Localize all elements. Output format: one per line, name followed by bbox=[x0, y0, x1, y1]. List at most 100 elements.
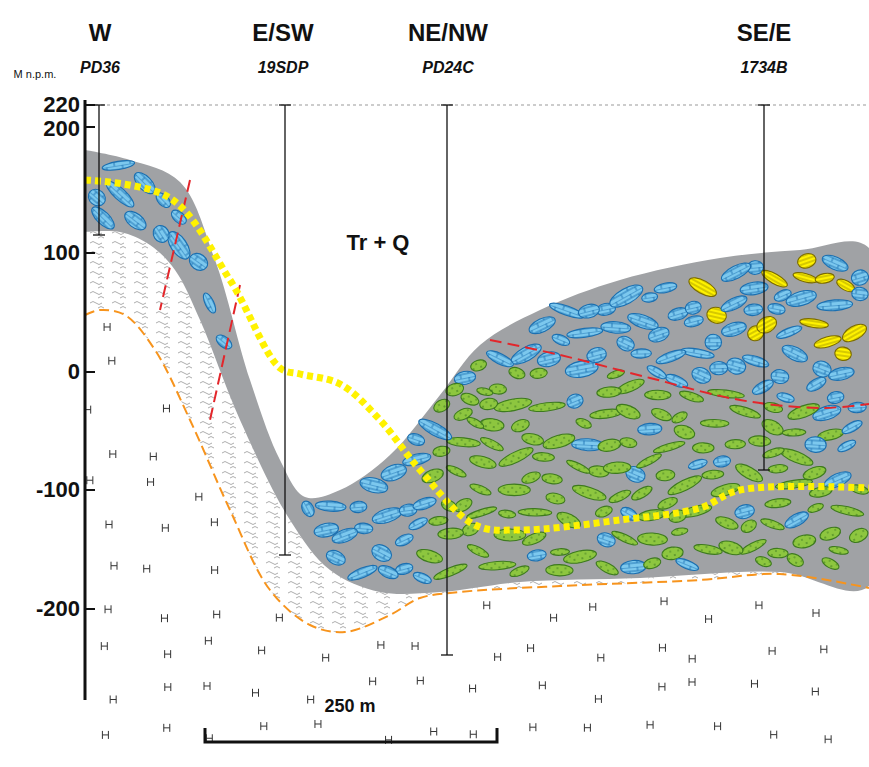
clast bbox=[542, 431, 577, 452]
clast bbox=[415, 547, 444, 566]
clast bbox=[672, 423, 696, 442]
clast bbox=[566, 326, 603, 340]
clast bbox=[637, 532, 667, 545]
clast bbox=[394, 531, 415, 548]
borehole-name: PD36 bbox=[80, 59, 120, 77]
clast bbox=[792, 533, 817, 550]
clast bbox=[848, 402, 867, 414]
clast bbox=[631, 349, 652, 359]
clast bbox=[820, 555, 841, 571]
clast bbox=[466, 505, 498, 521]
clast bbox=[783, 509, 811, 532]
borehole bbox=[758, 105, 770, 470]
axis-value: 220 bbox=[43, 93, 80, 117]
clast bbox=[445, 463, 468, 479]
clast bbox=[577, 302, 601, 320]
clast bbox=[597, 437, 622, 453]
clast bbox=[814, 272, 835, 285]
clast bbox=[733, 503, 755, 521]
clast bbox=[493, 396, 532, 414]
clast bbox=[729, 403, 762, 421]
clast bbox=[646, 325, 671, 345]
clast bbox=[670, 410, 689, 426]
clast bbox=[705, 334, 721, 350]
clast bbox=[725, 439, 746, 449]
clast bbox=[432, 445, 451, 458]
clast bbox=[641, 292, 658, 304]
clast bbox=[768, 464, 788, 474]
clast bbox=[642, 556, 662, 570]
reference-line bbox=[95, 105, 869, 106]
clast bbox=[818, 525, 842, 543]
clast bbox=[521, 432, 545, 447]
axis-unit: M n.p.m. bbox=[14, 68, 57, 80]
clast bbox=[379, 461, 409, 484]
clast bbox=[479, 397, 498, 410]
clast bbox=[653, 281, 677, 295]
clast bbox=[830, 503, 864, 518]
clast bbox=[476, 386, 493, 396]
clast bbox=[687, 457, 708, 471]
clast bbox=[653, 439, 686, 455]
clast bbox=[739, 537, 768, 557]
fault-line bbox=[210, 285, 240, 420]
clast bbox=[150, 222, 172, 245]
clast bbox=[603, 461, 631, 474]
clast bbox=[805, 436, 827, 453]
clast bbox=[655, 347, 687, 366]
direction-heading: E/SW bbox=[252, 20, 313, 46]
clast bbox=[594, 558, 620, 577]
clast bbox=[541, 473, 563, 486]
clast bbox=[760, 517, 786, 532]
clast bbox=[780, 342, 810, 366]
clast bbox=[630, 484, 654, 503]
clast bbox=[764, 497, 791, 508]
axis-value: -200 bbox=[36, 597, 80, 621]
clast bbox=[851, 286, 869, 301]
clast bbox=[607, 488, 632, 505]
clast bbox=[186, 250, 211, 274]
clast bbox=[807, 502, 825, 515]
clast bbox=[834, 346, 852, 362]
clast bbox=[836, 438, 857, 454]
clast bbox=[786, 400, 821, 422]
clast bbox=[717, 538, 744, 557]
borehole bbox=[279, 105, 291, 555]
clast bbox=[702, 469, 724, 479]
scale-label: 250 m bbox=[324, 697, 375, 717]
clast bbox=[412, 495, 438, 512]
clast bbox=[350, 501, 368, 514]
marker-horizon bbox=[85, 180, 869, 530]
clast bbox=[620, 559, 647, 574]
clast bbox=[827, 365, 855, 382]
axis-value: -100 bbox=[36, 478, 80, 502]
clast bbox=[330, 525, 359, 546]
clast bbox=[498, 509, 516, 519]
clast bbox=[650, 406, 673, 423]
clast bbox=[714, 514, 740, 532]
granite-symbols bbox=[85, 323, 831, 744]
clast bbox=[528, 401, 565, 413]
borehole-name: 1734B bbox=[740, 59, 787, 77]
clast bbox=[370, 505, 403, 527]
clast bbox=[520, 470, 542, 486]
clast bbox=[671, 527, 689, 537]
clast bbox=[750, 377, 775, 397]
clast bbox=[739, 517, 759, 535]
clast bbox=[656, 469, 676, 482]
clast bbox=[346, 562, 379, 583]
clast bbox=[468, 453, 497, 470]
clast bbox=[469, 482, 493, 497]
clast bbox=[121, 208, 149, 234]
clast bbox=[754, 313, 779, 336]
axis-value: 100 bbox=[43, 241, 80, 265]
clast bbox=[637, 423, 662, 436]
clast bbox=[645, 390, 671, 400]
clast bbox=[762, 446, 786, 460]
clast bbox=[596, 386, 621, 398]
clast bbox=[369, 541, 395, 564]
clast bbox=[428, 515, 448, 526]
fault-line bbox=[490, 340, 869, 408]
clast bbox=[376, 563, 400, 581]
clast bbox=[840, 321, 869, 346]
